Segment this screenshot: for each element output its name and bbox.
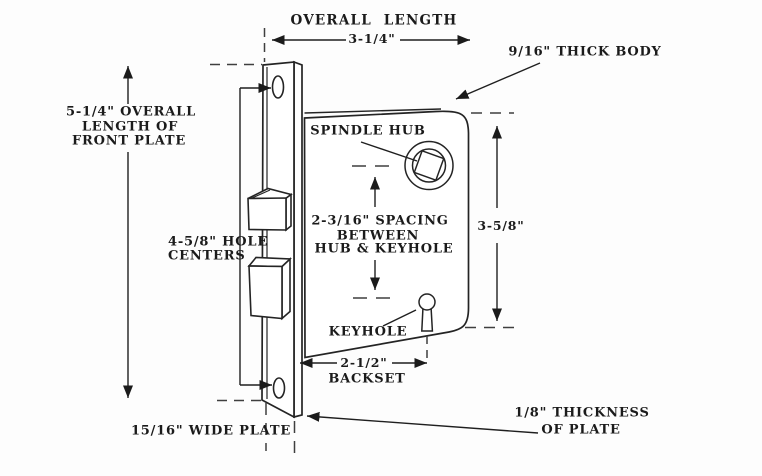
- plate-length-label-line3: FRONT PLATE: [71, 133, 187, 149]
- latch-bolt: [248, 189, 291, 231]
- screw-hole-bottom: [274, 378, 285, 398]
- overall-length-value: 3-1/4": [348, 30, 396, 46]
- hub-square-spindle-hole: [414, 151, 443, 180]
- wide-plate-label: 15/16" WIDE PLATE: [130, 423, 292, 439]
- screw-hole-top: [273, 76, 284, 98]
- latch-bevel-line: [252, 190, 270, 198]
- deadbolt-top-face: [249, 258, 290, 267]
- leader-plate-thickness: [307, 411, 538, 433]
- dimension-lines: [123, 35, 540, 433]
- hole-centers-label-line2: CENTERS: [168, 248, 246, 264]
- leader-thick-body: [456, 63, 540, 99]
- keyhole-circle: [419, 294, 435, 310]
- plate-length-label-line1: 5-1/4" OVERALL: [65, 104, 197, 120]
- thick-body-label: 9/16" THICK BODY: [508, 44, 662, 60]
- backset-value-label: 2-1/2": [340, 354, 388, 370]
- hub-outer-ring: [405, 142, 453, 190]
- deadbolt-side-face: [282, 259, 290, 319]
- leader-keyhole: [383, 310, 416, 326]
- hub-inner-ring: [413, 149, 446, 182]
- keyhole-label: KEYHOLE: [328, 324, 408, 340]
- extension-dashes: [210, 28, 514, 461]
- deadbolt: [249, 258, 290, 319]
- backset-label: BACKSET: [328, 371, 406, 387]
- plate-length-label-line2: LENGTH OF: [81, 119, 179, 135]
- keyhole-shape: [419, 294, 435, 331]
- plate-thickness-label-line2: OF PLATE: [541, 422, 621, 438]
- plate-thickness-label-line1: 1/8" THICKNESS: [514, 405, 650, 421]
- dimension-hole-centers: [240, 83, 272, 390]
- latch-front-face: [248, 198, 286, 230]
- lock-body-top-back-edge: [305, 109, 442, 113]
- body-height-label: 3-5/8": [477, 217, 525, 233]
- spindle-hub-label: SPINDLE HUB: [310, 123, 426, 139]
- overall-length-label: OVERALL LENGTH: [290, 12, 458, 29]
- deadbolt-front-face: [249, 266, 282, 319]
- spacing-label-line3: HUB & KEYHOLE: [314, 241, 454, 257]
- front-plate-side-face: [294, 62, 302, 417]
- spacing-label-line1: 2-3/16" SPACING: [311, 213, 449, 229]
- spindle-hub: [405, 142, 453, 190]
- leader-spindle-hub: [361, 142, 417, 161]
- spacing-label-line2: BETWEEN: [336, 228, 420, 244]
- front-plate: [262, 62, 302, 417]
- hole-centers-label-line1: 4-5/8" HOLE: [168, 234, 269, 250]
